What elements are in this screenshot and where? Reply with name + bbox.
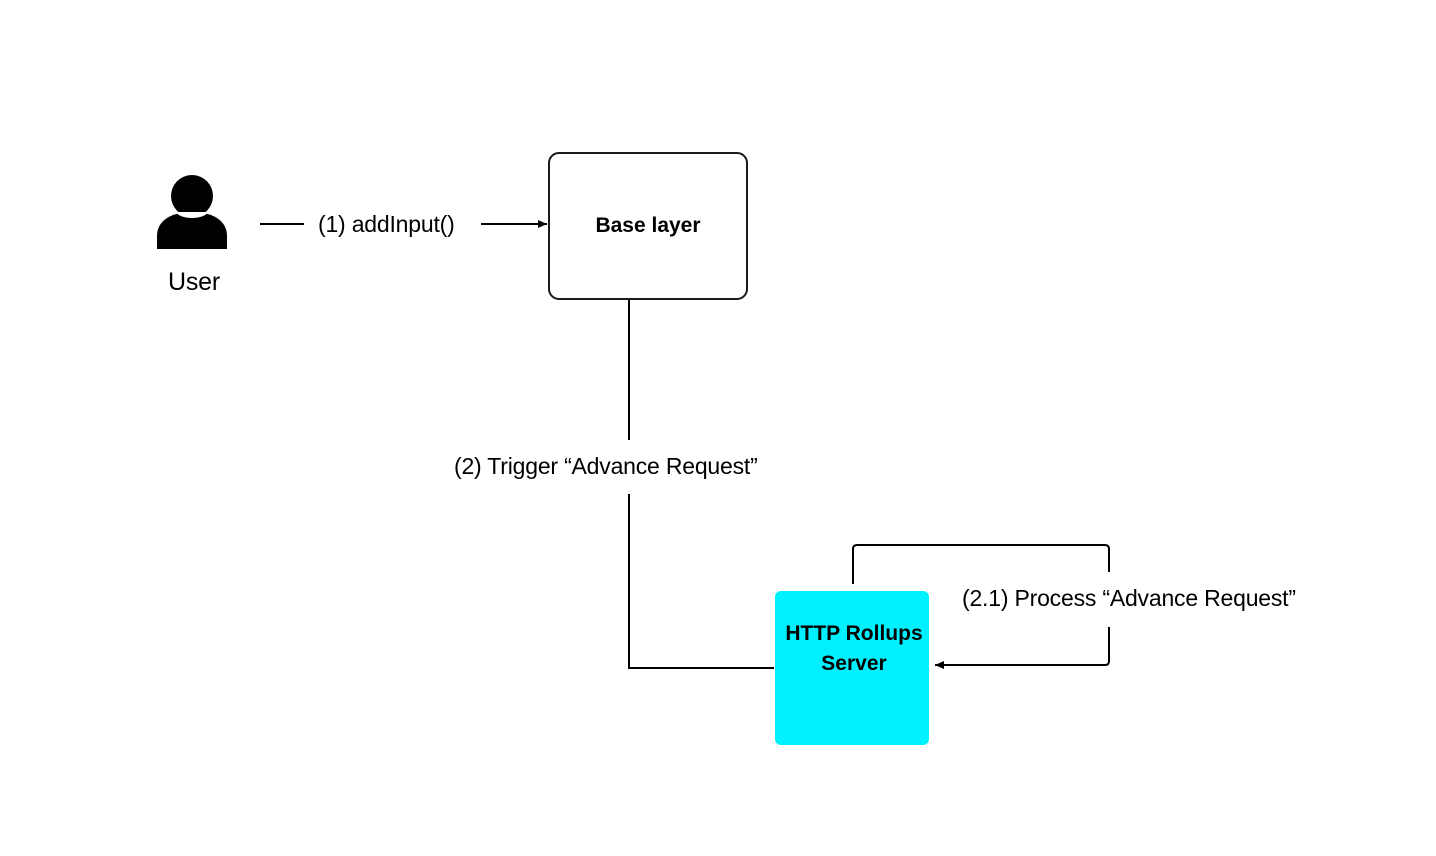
rollups-server-box[interactable] (775, 591, 929, 745)
base-layer-label: Base layer (595, 214, 701, 237)
trigger-connector-bottom (628, 494, 774, 669)
user-icon (157, 175, 227, 249)
rollups-server-label-line1: HTTP Rollups (785, 622, 923, 645)
base-layer-box[interactable] (548, 152, 748, 300)
process-label: (2.1) Process “Advance Request” (962, 585, 1296, 611)
rollups-server-label: HTTP Rollups Server (775, 591, 933, 707)
rollups-server-label-line2: Server (821, 652, 887, 675)
trigger-label: (2) Trigger “Advance Request” (454, 453, 758, 479)
add-input-label: (1) addInput() (318, 211, 455, 237)
process-loop-top (852, 544, 1110, 584)
process-loop-arrow (935, 627, 1110, 669)
user-label: User (168, 268, 220, 296)
